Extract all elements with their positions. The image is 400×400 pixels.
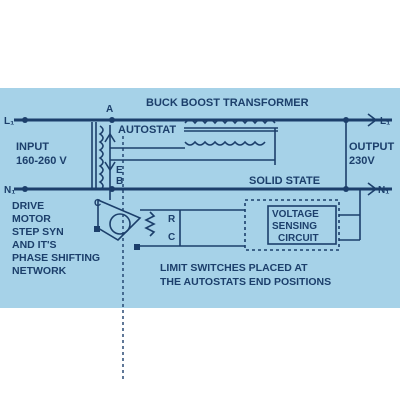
solid-state-label: SOLID STATE (249, 175, 320, 187)
wiper-arrow-up (104, 132, 116, 143)
diagram-title: BUCK BOOST TRANSFORMER (146, 97, 309, 109)
limit-caption-line-2: THE AUTOSTATS END POSITIONS (160, 276, 331, 288)
drive-line-6: NETWORK (12, 265, 67, 277)
drive-line-3: STEP SYN (12, 226, 64, 238)
drive-line-2: MOTOR (12, 213, 51, 225)
node-e-label: E (116, 165, 123, 176)
drive-line-1: DRIVE (12, 200, 44, 212)
node-a-label: A (106, 104, 113, 115)
input-range: 160-260 V (16, 155, 67, 167)
n1-right-label: N₁ (378, 185, 389, 196)
node-r-label: R (168, 214, 176, 225)
node-c-label: C (94, 198, 101, 209)
drive-line-5: PHASE SHIFTING (12, 252, 100, 264)
l1-right-label: L₁ (380, 116, 390, 127)
diagram-background (0, 88, 400, 308)
l1-right-arrow (367, 113, 378, 127)
vsc-line-1: VOLTAGE (272, 209, 319, 220)
output-voltage: 230V (349, 155, 375, 167)
l1-input-terminal (22, 117, 28, 123)
n1-left-label: N₁ (4, 185, 15, 196)
node-b-dot (109, 186, 115, 192)
node-b-label: B (116, 176, 123, 187)
voltage-sensing-circuit-box (244, 199, 340, 251)
limit-caption-line-1: LIMIT SWITCHES PLACED AT (160, 262, 308, 274)
autostat-coil (91, 122, 104, 191)
autostat-label: AUTOSTAT (118, 124, 176, 136)
transformer-primary-winding (184, 119, 278, 132)
input-label: INPUT (16, 141, 49, 153)
output-label: OUTPUT (349, 141, 395, 153)
l1-left-label: L₁ (4, 116, 14, 127)
limit-switch-right (134, 244, 140, 250)
n1-right-arrow (367, 182, 378, 196)
node-a-dot (109, 117, 115, 123)
transformer-secondary-winding (184, 128, 276, 160)
limit-switch-left (94, 226, 100, 232)
drive-line-4: AND IT'S (12, 239, 57, 251)
n1-input-terminal (22, 186, 28, 192)
vsc-line-2: SENSING (272, 221, 317, 232)
wiper-arrow-down (104, 161, 116, 172)
node-c2-label: C (168, 232, 175, 243)
vsc-line-3: CIRCUIT (278, 233, 319, 244)
drive-motor-network (97, 198, 245, 247)
